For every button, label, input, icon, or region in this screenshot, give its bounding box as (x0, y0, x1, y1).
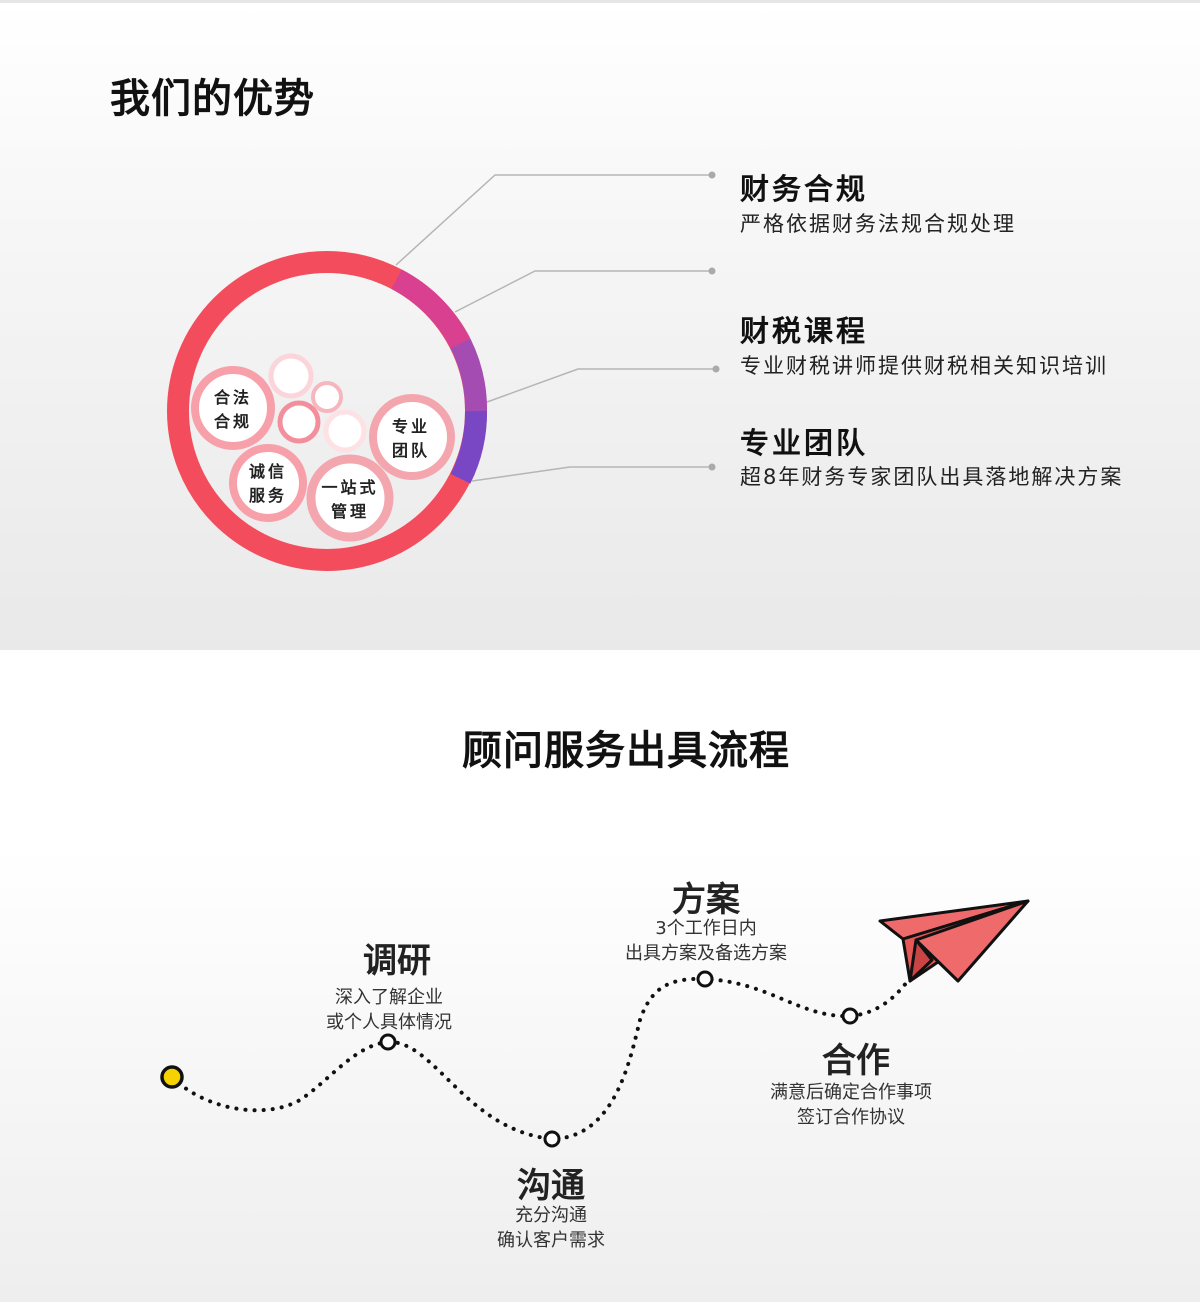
bubble-small-1 (268, 353, 314, 399)
bubble-one-stop (306, 454, 394, 542)
process-section (0, 650, 1200, 1302)
step-node-plan (696, 970, 714, 988)
connector-lines (395, 174, 716, 482)
bubble-label-compliance: 合法 合规 (213, 388, 252, 431)
connector-dot-3 (712, 365, 720, 373)
connector-line-1 (395, 174, 712, 266)
connector-line-4 (471, 466, 712, 482)
connector-dot-1 (708, 171, 716, 179)
connector-dot-2 (708, 267, 716, 275)
bubble-compliance (191, 366, 275, 450)
advantages-title: 我们的优势 (110, 76, 315, 122)
advantage-title-team: 专业团队 (740, 426, 869, 460)
process-title: 顾问服务出具流程 (462, 728, 790, 774)
bubble-integrity (229, 444, 307, 522)
step-title-research: 调研 (363, 941, 431, 981)
bubble-label-team: 专业 团队 (391, 417, 430, 460)
advantage-desc-courses: 专业财税讲师提供财税相关知识培训 (740, 354, 1108, 378)
bubble-small-2 (311, 381, 343, 413)
ring-purple-segment (450, 410, 488, 484)
ring-violet-segment (450, 338, 488, 412)
advantage-desc-team: 超8年财务专家团队出具落地解决方案 (740, 465, 1124, 489)
advantages-graphic (167, 171, 720, 571)
advantage-desc-compliance: 严格依据财务法规合规处理 (740, 212, 1016, 236)
step-node-research (379, 1033, 397, 1051)
step-title-communicate: 沟通 (517, 1166, 585, 1206)
connector-line-3 (486, 368, 716, 403)
process-dotted-path (170, 973, 914, 1142)
step-desc-cooperate: 满意后确定合作事项 签订合作协议 (770, 1082, 932, 1128)
advantage-title-courses: 财税课程 (740, 314, 869, 348)
bubble-small-4 (323, 409, 367, 453)
top-divider (0, 0, 1200, 3)
step-desc-communicate: 充分沟通 确认客户需求 (497, 1205, 605, 1251)
step-node-communicate (543, 1130, 561, 1148)
bubble-small-3 (277, 400, 321, 444)
step-desc-research: 深入了解企业 或个人具体情况 (326, 987, 452, 1033)
ring-magenta-segment (391, 269, 471, 349)
step-desc-plan: 3个工作日内 出具方案及备选方案 (625, 918, 787, 964)
paper-plane-icon (878, 899, 1030, 983)
bubble-label-integrity: 诚信 服务 (248, 462, 287, 505)
step-node-cooperate (841, 1007, 859, 1025)
step-title-plan: 方案 (672, 880, 740, 920)
start-dot (160, 1065, 184, 1089)
advantage-title-compliance: 财务合规 (740, 172, 869, 206)
step-title-cooperate: 合作 (822, 1041, 890, 1081)
connector-line-2 (454, 270, 712, 313)
bubble-label-one-stop: 一站式 管理 (321, 478, 379, 521)
bubble-team (369, 394, 455, 480)
connector-dot-4 (708, 463, 716, 471)
